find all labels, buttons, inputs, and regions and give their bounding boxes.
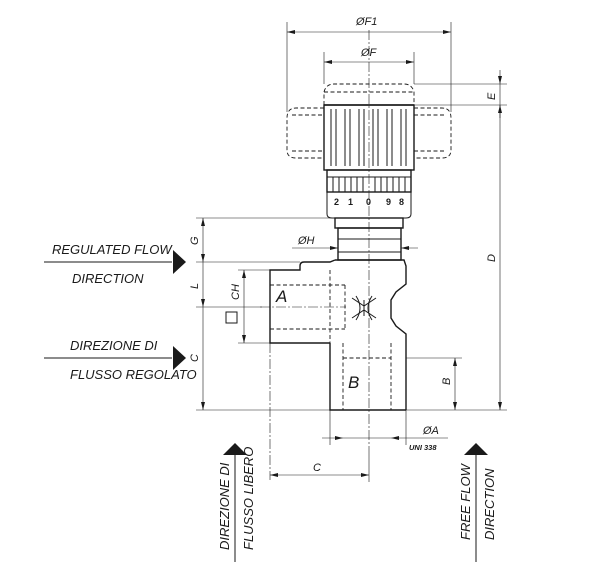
port-a-label: A — [275, 287, 287, 306]
regulated-flow-label: REGULATED FLOW DIRECTION — [44, 242, 186, 286]
standard-label: UNI 338 — [409, 443, 437, 452]
dim-f-label: ØF — [360, 47, 378, 59]
dim-b-label: B — [441, 378, 453, 385]
dim-g-label: G — [189, 236, 201, 245]
arrow-right-icon — [173, 250, 186, 274]
center-lines — [260, 30, 370, 480]
dial-number-1: 1 — [348, 197, 353, 207]
dial-number-8: 8 — [399, 197, 404, 207]
svg-text:REGULATED FLOW: REGULATED FLOW — [52, 242, 173, 257]
direzione-flow-label: DIREZIONE DI FLUSSO REGOLATO — [44, 338, 197, 382]
dim-ch-label: CH — [230, 284, 242, 300]
dial-number-9: 9 — [386, 197, 391, 207]
svg-text:FREE FLOW: FREE FLOW — [458, 462, 473, 540]
dial-number-0: 0 — [366, 197, 371, 207]
dim-e-label: E — [486, 92, 498, 100]
svg-text:FLUSSO REGOLATO: FLUSSO REGOLATO — [70, 367, 197, 382]
dial-number-2: 2 — [334, 197, 339, 207]
valve-body — [269, 259, 407, 411]
svg-text:DIREZIONE DI: DIREZIONE DI — [217, 462, 232, 550]
free-flow-label-italian: DIREZIONE DI FLUSSO LIBERO — [217, 443, 256, 562]
svg-text:DIREZIONE DI: DIREZIONE DI — [70, 338, 158, 353]
hex-square-symbol — [225, 311, 238, 324]
svg-text:DIRECTION: DIRECTION — [482, 468, 497, 540]
arrow-up-icon — [223, 443, 247, 455]
arrow-up-icon — [464, 443, 488, 455]
dim-c-left-label: C — [189, 354, 201, 362]
dim-a-label: ØA — [422, 425, 439, 437]
dim-f1-label: ØF1 — [355, 16, 377, 28]
svg-text:FLUSSO LIBERO: FLUSSO LIBERO — [241, 447, 256, 550]
dim-l-label: L — [189, 283, 201, 289]
dim-d-label: D — [486, 254, 498, 262]
dimension-lines — [196, 22, 507, 482]
dim-h-label: ØH — [297, 235, 315, 247]
port-b-label: B — [348, 373, 359, 392]
svg-text:DIRECTION: DIRECTION — [72, 271, 144, 286]
free-flow-label-english: FREE FLOW DIRECTION — [458, 443, 497, 562]
arrow-right-icon — [173, 346, 186, 370]
dim-c-bottom-label: C — [313, 462, 321, 474]
